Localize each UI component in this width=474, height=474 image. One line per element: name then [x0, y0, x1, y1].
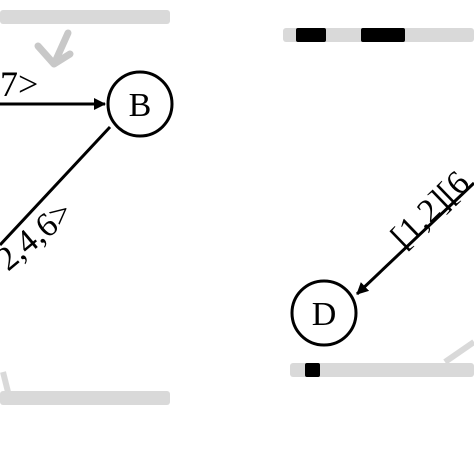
- track-mark: [305, 363, 320, 377]
- node-b: B: [106, 70, 174, 138]
- edge-label-d: [1,2][6: [384, 164, 474, 256]
- edge-label-top: 7>: [0, 64, 38, 104]
- node-d-label: D: [312, 296, 337, 333]
- track-bar-top-left: [0, 10, 170, 24]
- node-b-label: B: [129, 87, 152, 124]
- track-diagonal-stub: [443, 339, 474, 365]
- track-bar-bottom-right: [290, 363, 474, 377]
- gray-arrow-icon: [34, 29, 74, 68]
- track-mark: [296, 28, 326, 42]
- node-d: D: [290, 279, 358, 347]
- edge-label-lower: 2,4,6>: [0, 194, 80, 278]
- track-corner-stub: [0, 371, 11, 393]
- edge-to-b-lower: [0, 125, 112, 247]
- track-mark: [361, 28, 405, 42]
- edge-to-d: [355, 181, 474, 296]
- track-bar-bottom-left: [0, 391, 170, 405]
